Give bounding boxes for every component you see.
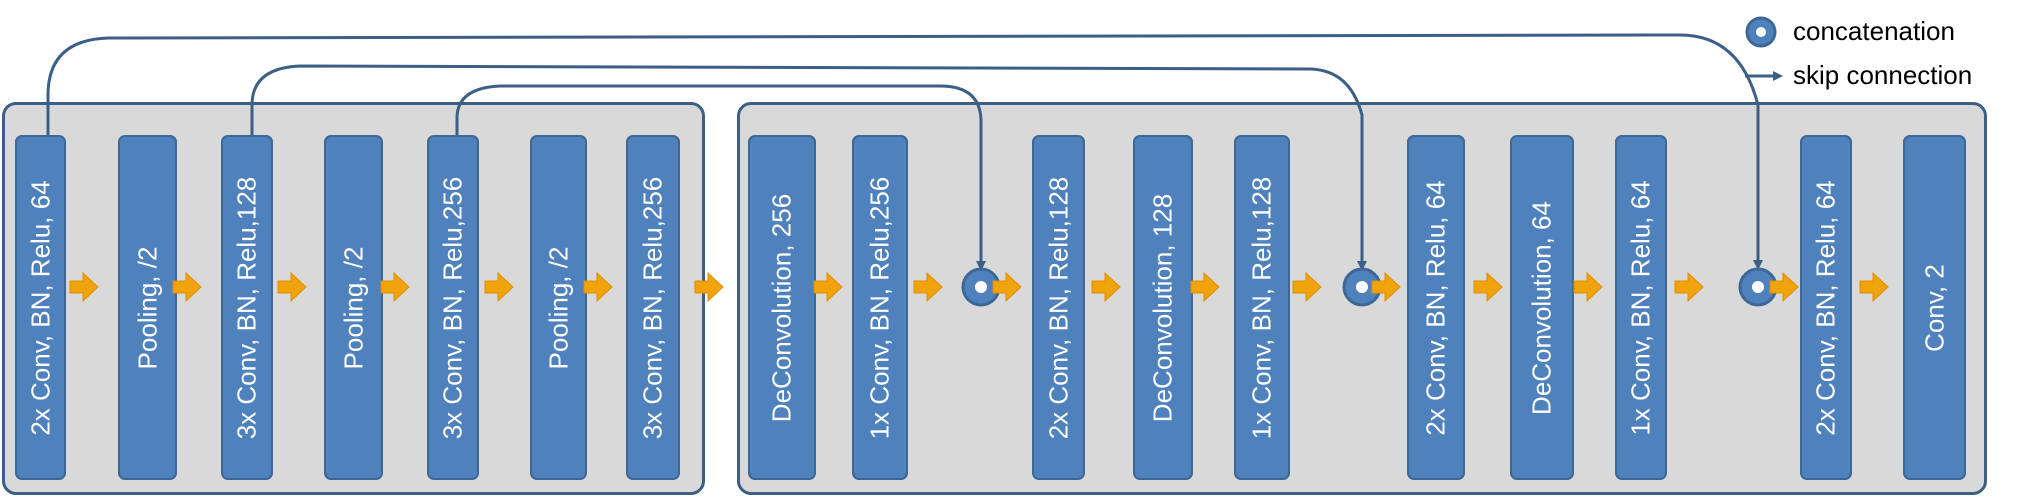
encoder-block-pooling-2: Pooling, /2 <box>324 135 383 480</box>
decoder-block-deconv-64: DeConvolution, 64 <box>1510 135 1574 480</box>
concat-node-3 <box>1738 267 1778 307</box>
flow-arrow-1 <box>69 271 99 303</box>
decoder-block-conv-128-a: 2x Conv, BN, Relu,128 <box>1032 135 1085 480</box>
decoder-block-conv-128-b: 1x Conv, BN, Relu,128 <box>1234 135 1290 480</box>
flow-arrow-14 <box>1371 271 1401 303</box>
decoder-block-conv-64-b: 1x Conv, BN, Relu, 64 <box>1615 135 1667 480</box>
encoder-block-pooling-3: Pooling, /2 <box>530 135 587 480</box>
flow-arrow-5 <box>484 271 514 303</box>
decoder-block-conv-2: Conv, 2 <box>1903 135 1966 480</box>
skip-connection-128 <box>250 64 1367 271</box>
encoder-block-conv-256-a: 3x Conv, BN, Relu,256 <box>427 135 479 480</box>
decoder-block-conv-256: 1x Conv, BN, Relu,256 <box>852 135 908 480</box>
decoder-block-deconv-256: DeConvolution, 256 <box>748 135 816 480</box>
legend-concatenation-icon <box>1745 16 1777 48</box>
flow-arrow-3 <box>277 271 307 303</box>
flow-arrow-12 <box>1190 271 1220 303</box>
decoder-block-deconv-128: DeConvolution, 128 <box>1133 135 1193 480</box>
encoder-block-conv-256-b: 3x Conv, BN, Relu,256 <box>626 135 680 480</box>
flow-arrow-6 <box>583 271 613 303</box>
flow-arrow-9 <box>913 271 943 303</box>
flow-arrow-17 <box>1674 271 1704 303</box>
flow-arrow-15 <box>1473 271 1503 303</box>
flow-arrow-19 <box>1859 271 1889 303</box>
flow-arrow-8 <box>813 271 843 303</box>
flow-arrow-4 <box>380 271 410 303</box>
flow-arrow-2 <box>172 271 202 303</box>
flow-arrow-18 <box>1769 271 1799 303</box>
flow-arrow-11 <box>1091 271 1121 303</box>
legend-skip-connection-label: skip connection <box>1793 60 1973 90</box>
concat-node-2 <box>1342 267 1382 307</box>
flow-arrow-10 <box>992 271 1022 303</box>
skip-connection-256 <box>455 84 986 271</box>
encoder-block-conv-128: 3x Conv, BN, Relu,128 <box>221 135 273 480</box>
encoder-block-conv-64: 2x Conv, BN, Relu, 64 <box>15 135 66 480</box>
flow-arrow-7 <box>694 271 724 303</box>
encoder-block-pooling-1: Pooling, /2 <box>118 135 177 480</box>
legend-concatenation-label: concatenation <box>1793 16 1955 46</box>
decoder-block-conv-64-c: 2x Conv, BN, Relu, 64 <box>1800 135 1852 480</box>
skip-connection-64 <box>46 33 1763 270</box>
flow-arrows <box>69 271 1889 303</box>
decoder-block-conv-64-a: 2x Conv, BN, Relu, 64 <box>1407 135 1465 480</box>
flow-arrow-16 <box>1573 271 1603 303</box>
flow-arrow-13 <box>1292 271 1322 303</box>
